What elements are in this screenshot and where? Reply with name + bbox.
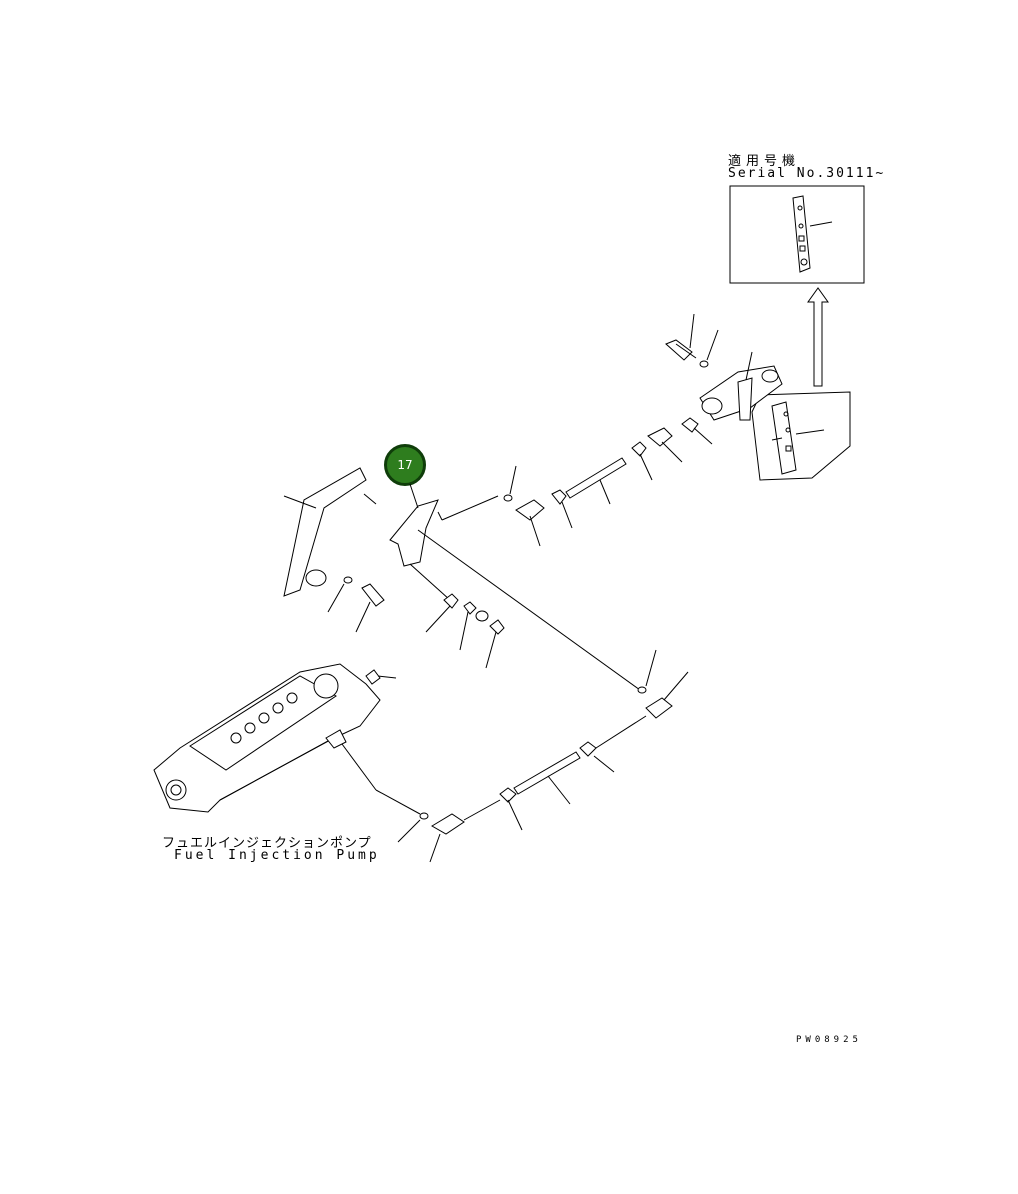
solenoid	[699, 351, 783, 421]
washer-lever	[475, 610, 489, 622]
serial-label-en: Serial No.30111~	[728, 166, 886, 181]
bracket-left	[283, 467, 377, 597]
pump-label-jp: フュエルインジェクションポンプ	[162, 836, 372, 851]
washer-lower-left	[341, 743, 429, 843]
rod-lower	[513, 751, 581, 805]
ball-joint-lower-left	[429, 799, 501, 863]
nut-upper-1	[681, 417, 713, 445]
washer-left	[327, 576, 353, 613]
washer-top	[699, 329, 719, 368]
serial-label-jp: 適用号機	[728, 154, 801, 169]
nut-lever-2	[459, 601, 477, 651]
inset-plate-detail	[729, 185, 865, 284]
pump-label-en: Fuel Injection Pump	[174, 848, 380, 863]
ball-joint-upper	[647, 427, 683, 463]
nut-lever-1	[425, 593, 459, 633]
bolt-left	[355, 583, 385, 633]
nut-lower-right	[579, 715, 647, 773]
plate-bracket	[751, 391, 851, 481]
nut-lower-left	[499, 787, 523, 831]
ball-joint-middle	[515, 499, 545, 547]
washer-middle	[503, 465, 517, 502]
washer-lower-right	[637, 649, 657, 694]
nut-upper-3	[551, 489, 573, 529]
fuel-injection-pump	[153, 663, 397, 813]
callout-17[interactable]: 17	[384, 444, 426, 486]
bolt-top	[665, 313, 697, 361]
drawing-code: PW08925	[796, 1035, 862, 1045]
nut-upper-2	[631, 441, 653, 481]
rod-upper	[565, 457, 627, 505]
lever	[389, 495, 641, 691]
ball-joint-lower-right	[645, 671, 689, 719]
nut-lever-3	[485, 619, 505, 669]
arrow-up-icon	[807, 287, 829, 387]
